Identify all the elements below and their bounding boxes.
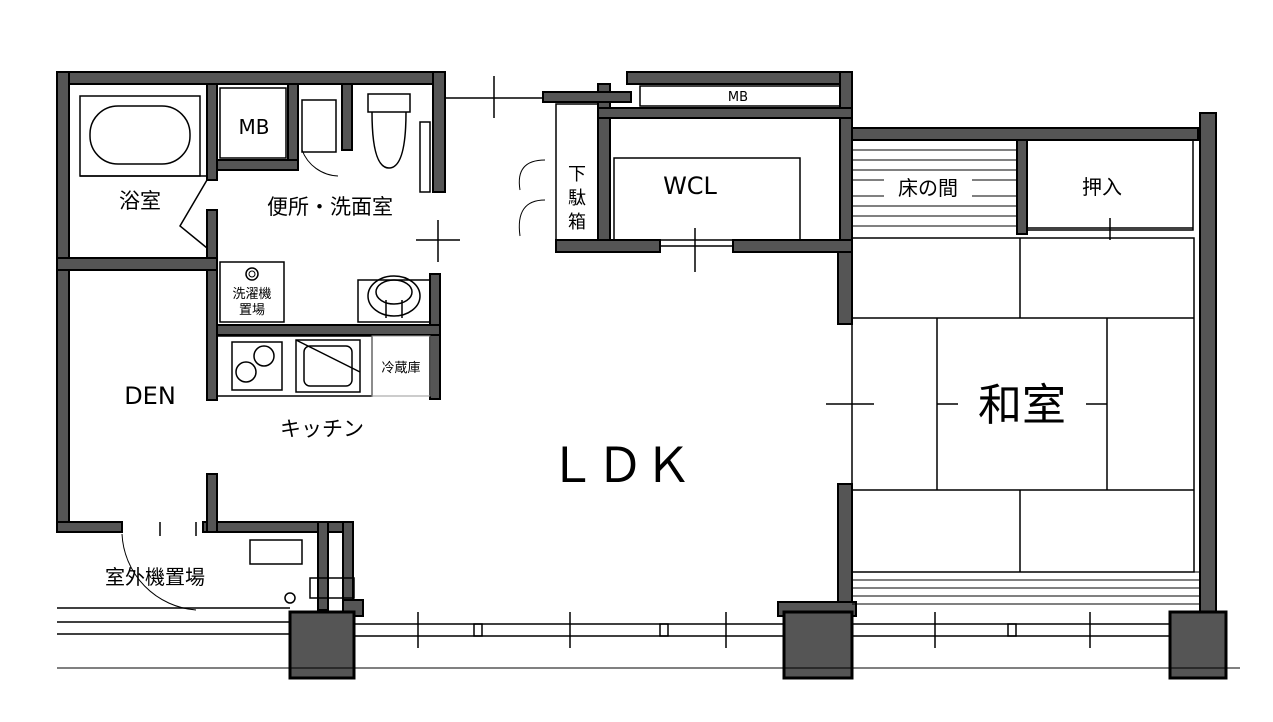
- bathroom: [79, 95, 208, 249]
- wash-shelf: [419, 121, 431, 193]
- toilet-door: [301, 99, 339, 177]
- label-toilet-wash: 便所・洗面室: [267, 195, 393, 219]
- label-washer-2: 置場: [239, 303, 265, 318]
- label-shoe-1: 下: [568, 164, 586, 185]
- sink-icon: [357, 275, 431, 323]
- columns: [288, 610, 1228, 680]
- washer-area: [219, 261, 285, 323]
- mb-box: [219, 87, 287, 159]
- label-washer-1: 洗濯機: [232, 287, 271, 302]
- wcl-closet: [613, 157, 801, 272]
- label-wcl: WCL: [663, 172, 717, 200]
- label-kitchen: キッチン: [280, 417, 364, 441]
- label-shoe-3: 箱: [568, 212, 586, 233]
- label-washitsu: 和室: [978, 380, 1066, 431]
- tatami: [851, 237, 1195, 573]
- tokonoma: [852, 149, 1017, 227]
- entry: [416, 76, 599, 262]
- kitchen-counter: [216, 335, 431, 397]
- walls: [56, 71, 1217, 617]
- label-mb-strip: MB: [728, 90, 748, 105]
- label-tokonoma: 床の間: [898, 176, 958, 200]
- toilet-icon: [367, 93, 411, 169]
- balcony-lines: [57, 571, 1240, 669]
- label-oshiire: 押入: [1082, 175, 1122, 199]
- label-mb: MB: [239, 115, 270, 139]
- oshiire: [1026, 139, 1194, 240]
- label-den: DEN: [124, 382, 176, 410]
- outdoor-unit-area: [121, 522, 355, 611]
- mb-strip: [639, 85, 841, 107]
- label-shoe-2: 駄: [568, 188, 586, 209]
- labels: 浴室 MB 便所・洗面室 洗濯機 置場 冷蔵庫 DEN キッチン ＬＤＫ 下 駄…: [105, 90, 1122, 589]
- label-fridge: 冷蔵庫: [381, 361, 420, 376]
- label-outdoor-unit: 室外機置場: [105, 565, 205, 589]
- label-bath: 浴室: [119, 189, 161, 213]
- label-ldk: ＬＤＫ: [548, 438, 692, 494]
